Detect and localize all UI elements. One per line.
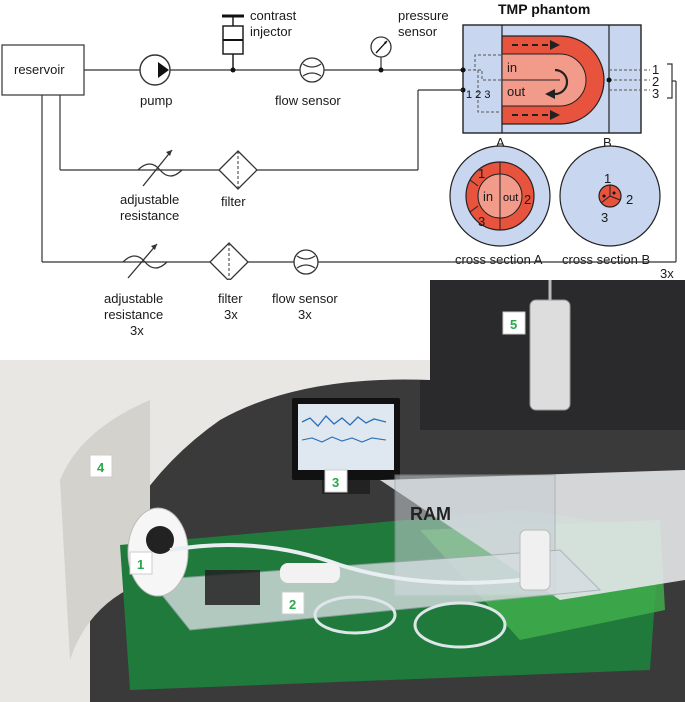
- svg-text:injector: injector: [250, 24, 293, 39]
- xs-a-port2: 2: [524, 192, 531, 207]
- filter-3x-label-2: 3x: [224, 307, 238, 322]
- xs-b-port3: 3: [601, 210, 608, 225]
- section-a-letter: A: [496, 135, 505, 150]
- flow-sensor-label: flow sensor: [275, 93, 341, 108]
- xs-a-port3: 3: [478, 214, 485, 229]
- pump-icon: [139, 54, 171, 86]
- pump-label: pump: [140, 93, 173, 108]
- photo-label-1: [129, 551, 153, 575]
- reservoir-box: [1, 44, 85, 96]
- flow-sensor-icon: [299, 57, 325, 83]
- phantom-title: TMP phantom: [498, 1, 590, 17]
- tmp-phantom: [460, 24, 650, 134]
- cross-section-b: [559, 145, 661, 247]
- xs-a-port1: 1: [478, 166, 485, 181]
- svg-text:2: 2: [289, 597, 296, 612]
- pressure-gauge-icon: [370, 36, 392, 73]
- cross-section-a: [449, 145, 551, 247]
- svg-text:4: 4: [97, 460, 105, 475]
- svg-text:5: 5: [510, 317, 517, 332]
- three-x-label: 3x: [660, 266, 674, 281]
- contrast-injector-label: contrast: [250, 8, 297, 23]
- syringe-icon: [222, 14, 244, 73]
- ram-logo: RAM: [410, 504, 451, 524]
- photo-label-2: [281, 591, 305, 615]
- contrast-injector-label-2: injector: [250, 24, 293, 39]
- flow-sensor-3x-label-1: flow sensor: [272, 291, 338, 306]
- photo-label-5: [502, 311, 526, 335]
- adjustable-resistance-3x-icon: [122, 243, 168, 279]
- phantom-out-label: out: [507, 84, 525, 99]
- cross-section-b-label: cross section B: [562, 252, 650, 267]
- filter-icon: [218, 150, 258, 190]
- schematic-lower-labels: adjustable resistance 3x filter 3x flow …: [0, 280, 420, 360]
- cross-section-a-label: cross section A: [455, 252, 543, 267]
- adjustable-resistance-icon: [137, 149, 183, 187]
- adjustable-resistance-label: adjustable: [120, 192, 179, 207]
- xs-b-port1: 1: [604, 171, 611, 186]
- reservoir-label: reservoir: [14, 62, 65, 77]
- port-1-label: 1: [652, 62, 659, 77]
- photo-label-4: [89, 454, 113, 478]
- flow-sensor-3x-icon: [293, 249, 319, 275]
- filter-3x-icon: [209, 242, 249, 282]
- flow-sensor-3x-label-2: 3x: [298, 307, 312, 322]
- pressure-sensor-label-2: sensor: [398, 24, 438, 39]
- xs-b-port2: 2: [626, 192, 633, 207]
- phantom-inner-ports: 1 2 3: [466, 89, 490, 101]
- flow-circuit-schematic: reservoir pump contrast injector flow se…: [1, 1, 677, 282]
- xs-a-in-label: in: [483, 189, 493, 204]
- filter-3x-label-1: filter: [218, 291, 243, 306]
- adjustable-resistance-label-2: resistance: [120, 208, 179, 223]
- adjustable-resistance-3x-label-2: resistance: [104, 307, 163, 322]
- phantom-in-label: in: [507, 60, 517, 75]
- svg-text:1: 1: [137, 557, 144, 572]
- adjustable-resistance-3x-label-3: 3x: [130, 323, 144, 338]
- photo-label-3: [324, 469, 348, 493]
- port-3-label: 3: [652, 86, 659, 101]
- xs-a-out-label: out: [503, 192, 518, 204]
- svg-text:3: 3: [332, 475, 339, 490]
- section-b-letter: B: [603, 135, 612, 150]
- adjustable-resistance-3x-label-1: adjustable: [104, 291, 163, 306]
- filter-label: filter: [221, 194, 246, 209]
- port-2-label: 2: [652, 74, 659, 89]
- pressure-sensor-label: pressure: [398, 8, 449, 23]
